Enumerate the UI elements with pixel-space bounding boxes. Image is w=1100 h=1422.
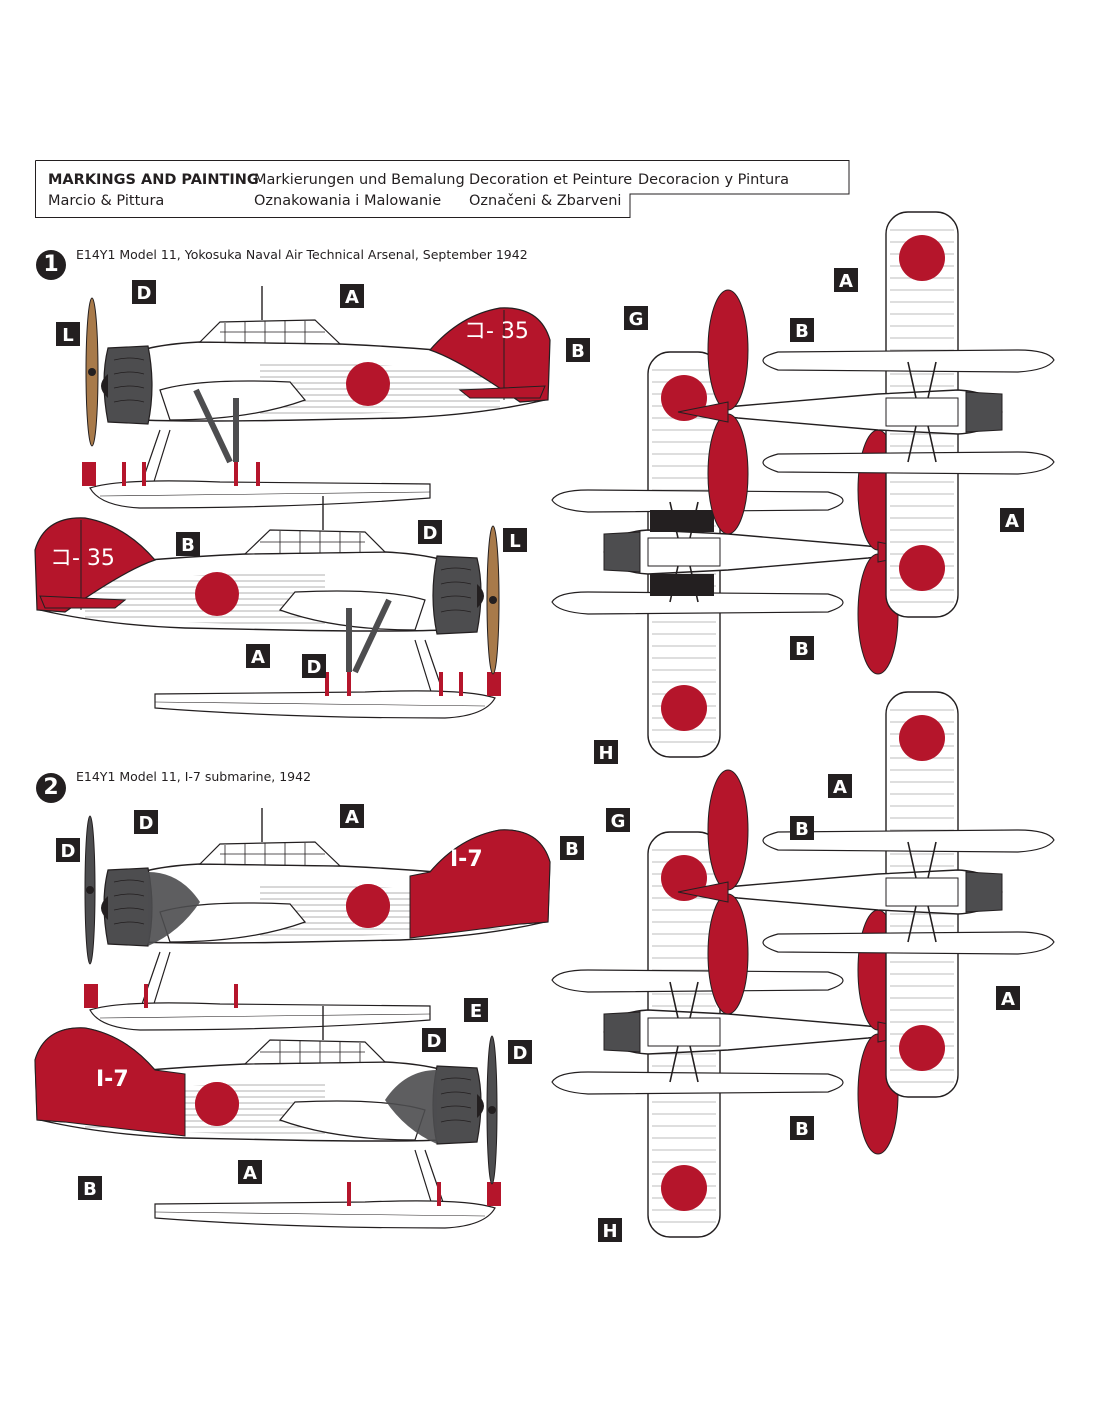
svg-text:H: H [602,1221,617,1242]
svg-text:E: E [470,1001,482,1022]
svg-text:G: G [611,811,626,832]
svg-text:A: A [1001,989,1015,1010]
svg-text:L: L [62,325,73,346]
svg-text:A: A [345,807,359,828]
header-title-de: Markierungen und Bemalung [254,172,465,188]
svg-text:D: D [427,1031,442,1052]
scheme-2-side-view-right [34,1005,501,1229]
svg-text:A: A [839,271,853,292]
svg-text:D: D [307,657,322,678]
svg-text:B: B [795,819,809,840]
header-title-en: MARKINGS AND PAINTING [48,172,259,188]
tail-code-1a: コ- 35 [464,319,529,344]
svg-text:B: B [571,341,585,362]
svg-text:L: L [509,531,520,552]
scheme-2-title: E14Y1 Model 11, I-7 submarine, 1942 [76,769,312,784]
tail-code-1b: コ- 35 [50,546,115,571]
scheme-1-top-view [551,351,929,758]
svg-text:A: A [243,1163,257,1184]
scheme-1-badge: 1 [36,250,66,280]
svg-text:D: D [423,523,438,544]
scheme-2-badge: 2 [36,773,66,803]
svg-text:B: B [795,321,809,342]
scheme-1-side-view-right [34,495,501,719]
svg-text:B: B [795,639,809,660]
header-frame [35,160,850,218]
svg-text:D: D [61,841,76,862]
svg-text:B: B [795,1119,809,1140]
scheme-2-side-view-left: I-7 [84,807,551,1031]
header-title-es: Decoracion y Pintura [638,172,790,188]
svg-text:A: A [251,647,265,668]
svg-text:B: B [83,1179,97,1200]
header-title-fr: Decoration et Peinture [469,172,633,188]
svg-text:A: A [345,287,359,308]
markings-header [35,160,850,218]
svg-text:D: D [137,283,152,304]
svg-text:D: D [513,1043,528,1064]
svg-text:D: D [139,813,154,834]
header-title-cz: Označeni & Zbarveni [469,193,622,209]
color-callouts: D A L B B D L A D G H B B A A D D A B E … [56,268,1024,1242]
header-title-it: Marcio & Pittura [48,193,165,209]
svg-text:B: B [565,839,579,860]
svg-text:A: A [833,777,847,798]
scheme-1-title: E14Y1 Model 11, Yokosuka Naval Air Techn… [76,247,528,262]
tail-code-2b: I-7 [96,1067,129,1092]
scheme-1-side-view-left: コ- 35 [82,285,551,509]
header-title-pl: Oznakowania i Malowanie [254,193,442,209]
tail-code-2a: I-7 [450,847,483,872]
svg-text:G: G [629,309,644,330]
svg-text:A: A [1005,511,1019,532]
svg-text:H: H [598,743,613,764]
svg-text:B: B [181,535,195,556]
